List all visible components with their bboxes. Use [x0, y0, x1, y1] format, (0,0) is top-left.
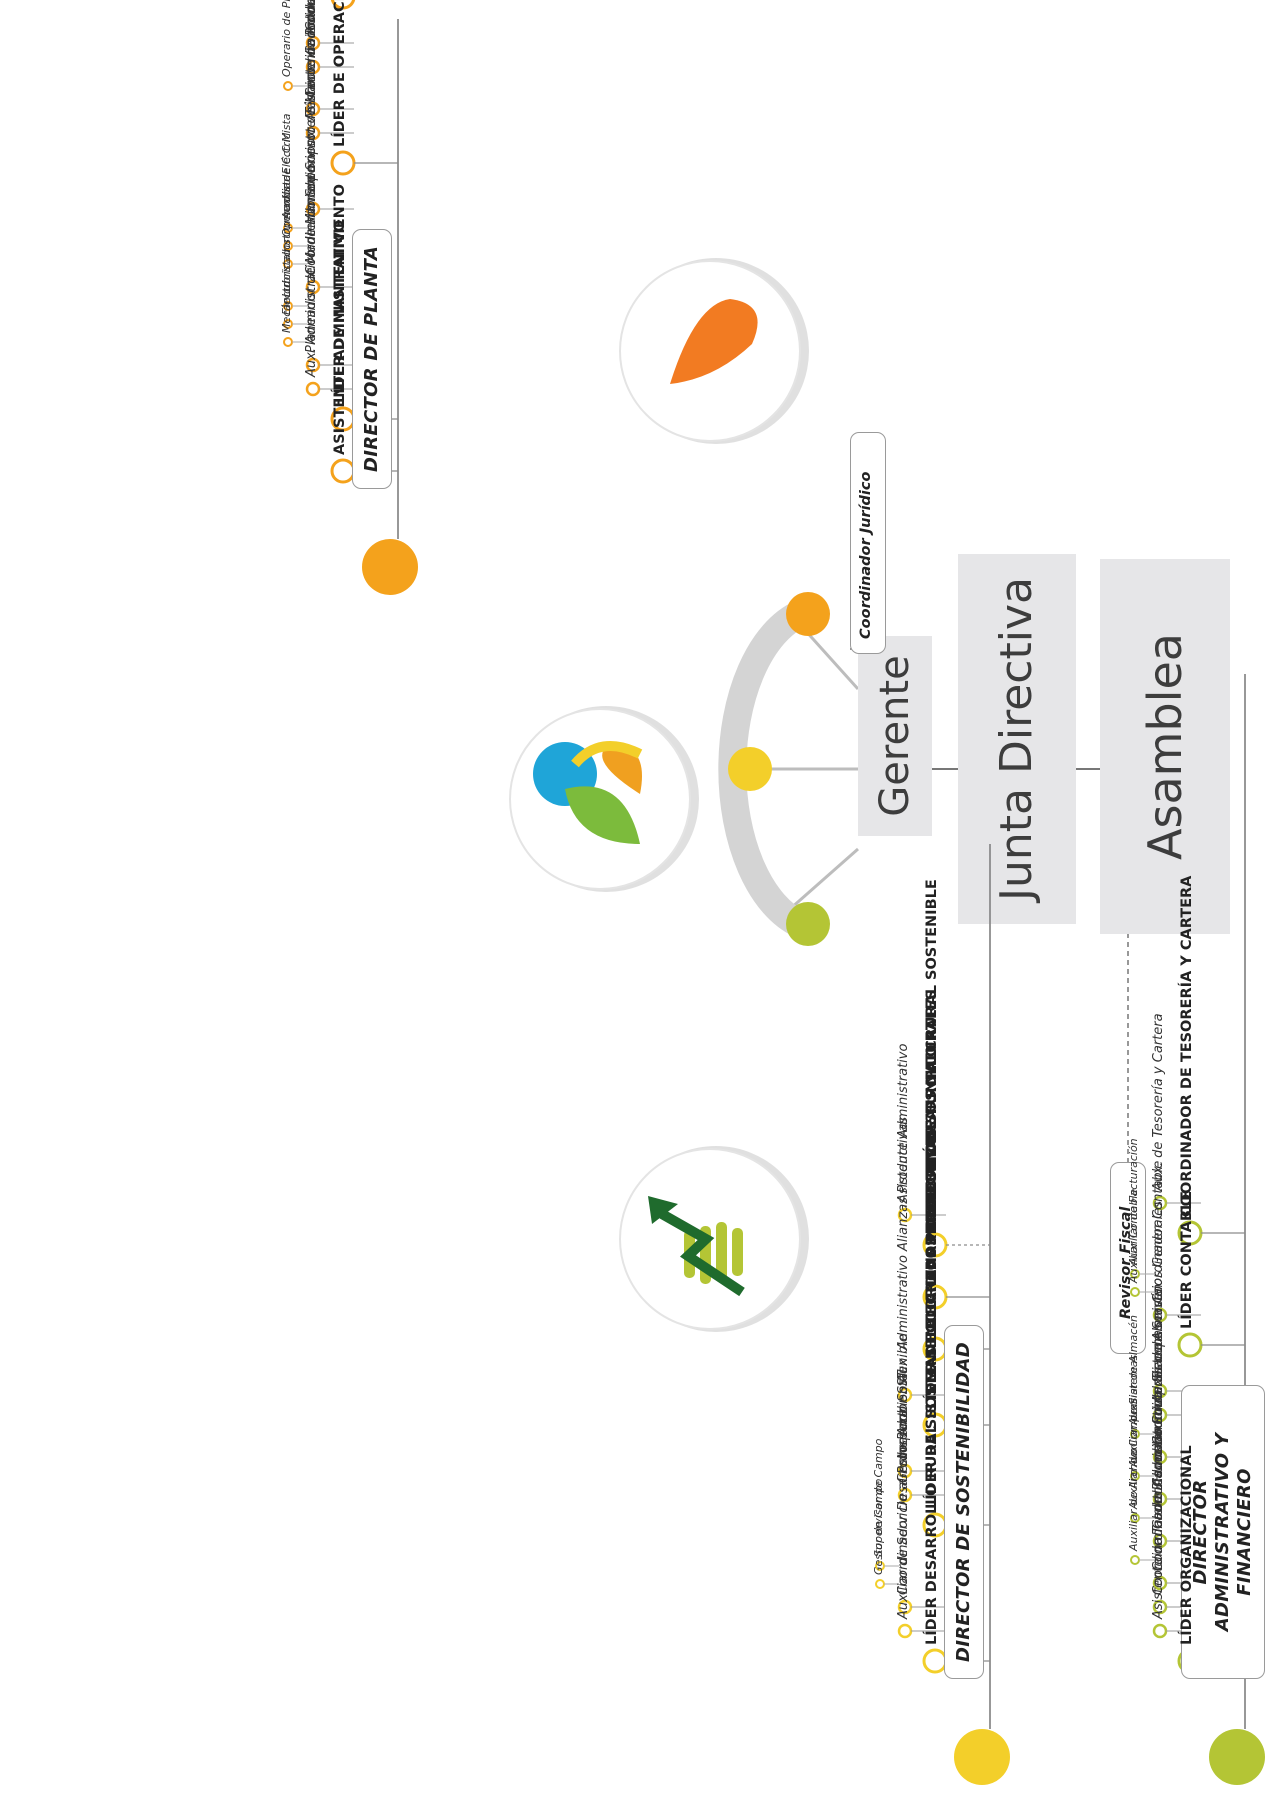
branch-root-dot — [1209, 1729, 1265, 1785]
growth-chart-icon — [648, 1196, 745, 1297]
group-label: LÍDER ORGANIZACIONAL — [1179, 1445, 1195, 1645]
oil-drop-icon — [670, 299, 758, 384]
branch-root-dot — [954, 1729, 1010, 1785]
green-dot — [786, 902, 830, 946]
leaf-gear-icon — [533, 741, 643, 844]
yellow-dot — [728, 747, 772, 791]
sub-item-label: Auxiliar de Almacén — [1127, 1314, 1140, 1425]
sub-item-node — [1130, 1287, 1140, 1297]
group-node — [1177, 1332, 1203, 1358]
orange-dot — [786, 592, 830, 636]
item-label: Aux. de Tesorería y Cartera — [1151, 1013, 1166, 1191]
sub-item-node — [1130, 1555, 1140, 1565]
branch-root-dot — [362, 539, 418, 595]
sub-item-label: Auxiliar de Facturación — [1127, 1138, 1140, 1265]
item-node — [1152, 1623, 1168, 1639]
group-node — [330, 0, 356, 10]
group-label: COORDINADOR DE TESORERÍA Y CARTERA — [1179, 875, 1195, 1217]
arc-connector-green — [789, 847, 859, 911]
